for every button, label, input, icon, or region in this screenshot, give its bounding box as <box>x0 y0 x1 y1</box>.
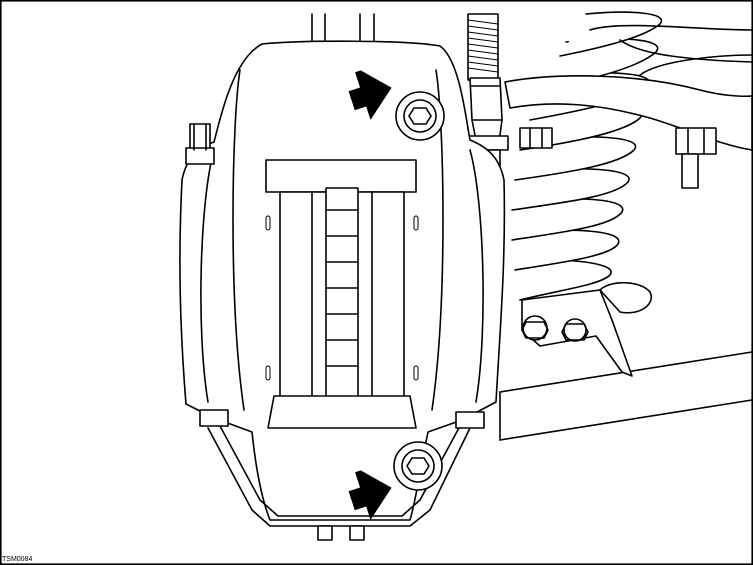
lower-bolt <box>393 441 443 491</box>
wishbone-nut-left <box>519 127 553 149</box>
upper-bolt <box>395 91 445 141</box>
caliper-slots <box>265 215 419 381</box>
coil-spring <box>511 11 663 301</box>
lower-arrow-icon <box>348 470 392 520</box>
threaded-rod <box>467 13 499 81</box>
wishbone-nut-right <box>675 127 717 189</box>
anti-roll-link <box>521 281 653 377</box>
upper-arrow-icon <box>348 70 392 120</box>
hub-shaft <box>311 13 375 46</box>
bleed-nipple <box>185 123 215 165</box>
mount-nut-left <box>199 409 229 427</box>
mount-nut-right <box>455 411 485 429</box>
figure-code-label: TSM0084 <box>2 556 33 563</box>
brake-pad <box>265 159 417 429</box>
